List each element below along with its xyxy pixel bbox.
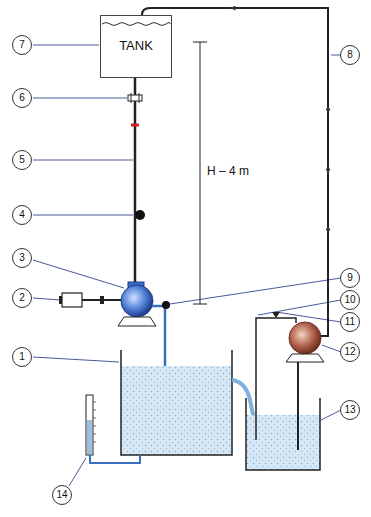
water-surface xyxy=(102,23,170,26)
red-marker xyxy=(131,124,139,127)
level-gauge xyxy=(86,395,93,455)
tank-box: TANK xyxy=(100,15,172,78)
return-pipe xyxy=(142,8,328,336)
tank-label: TANK xyxy=(101,38,171,53)
centrifugal-pump xyxy=(121,285,153,317)
callout-number: 14 xyxy=(52,485,72,505)
height-dimension xyxy=(193,42,207,304)
collecting-tank xyxy=(246,398,320,470)
pump-base xyxy=(118,317,156,326)
callout-number: 7 xyxy=(12,35,32,55)
callout-number: 11 xyxy=(340,312,360,332)
pressure-point xyxy=(162,301,170,309)
callout-number: 4 xyxy=(12,205,32,225)
callout-number: 13 xyxy=(340,400,360,420)
callout-number: 2 xyxy=(12,288,32,308)
motor xyxy=(62,293,82,307)
bypass-pipe xyxy=(256,318,296,440)
control-valve xyxy=(135,210,145,220)
flange-valve xyxy=(128,93,142,103)
callout-number: 12 xyxy=(340,342,360,362)
callout-number: 6 xyxy=(12,88,32,108)
flow-arrows xyxy=(233,8,328,235)
callout-number: 3 xyxy=(12,248,32,268)
pump-base xyxy=(286,354,324,362)
leader-lines xyxy=(33,45,341,486)
callout-number: 1 xyxy=(12,347,32,367)
sump-tank xyxy=(121,350,232,455)
suction-pipe xyxy=(297,362,299,450)
callout-number: 5 xyxy=(12,150,32,170)
bypass-valve xyxy=(272,312,280,318)
dimension-label: H – 4 m xyxy=(206,164,250,178)
callout-number: 9 xyxy=(340,268,360,288)
callout-number: 10 xyxy=(340,290,360,310)
callout-number: 8 xyxy=(340,45,360,65)
delivery-pipe xyxy=(134,78,137,284)
circulating-pump xyxy=(289,322,321,354)
